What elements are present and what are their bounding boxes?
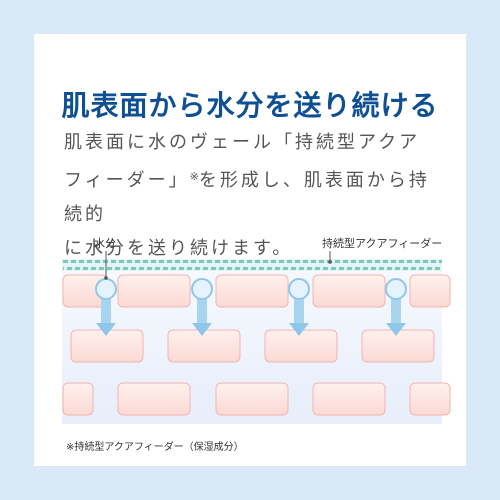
water-label: 水分 [94,237,116,250]
film-label-dot [328,260,332,264]
description: 肌表面に水のヴェール「持続型アクア フィーダー」※を形成し、肌表面から持続的 に… [64,126,444,266]
description-line-3: に水分を送り続けます。 [64,238,294,259]
arrow-shaft [101,297,111,323]
footnote-mark: ※ [189,170,199,183]
description-line-2: フィーダー」※を形成し、肌表面から持続的 [64,160,444,232]
skin-cell [70,329,144,363]
arrow-shaft [197,297,207,323]
water-droplet [191,278,213,300]
description-line-2-end: を形成し、肌表面から持続的 [64,170,430,225]
arrow-head [289,323,309,336]
description-line-2-start: フィーダー」 [64,170,190,191]
arrow-shaft [294,297,304,323]
water-arrow-2 [191,278,213,336]
page-title: 肌表面から水分を送り続ける [61,89,439,122]
water-label-dot [104,276,108,280]
skin-cell [62,382,94,416]
water-arrow-4 [385,278,407,336]
arrow-head [96,323,116,336]
description-line-1: 肌表面に水のヴェール「持続型アクア [64,132,421,153]
skin-cells-row-2 [70,329,435,363]
skin-cell [167,329,241,363]
skin-cells-row-1 [62,274,451,308]
water-droplet [288,278,310,300]
skin-diagram [62,251,451,424]
arrow-head [192,323,212,336]
water-droplet [95,278,117,300]
skin-cell [409,382,451,416]
content-card: 肌表面から水分を送り続ける 肌表面に水のヴェール「持続型アクア フィーダー」※を… [34,34,466,466]
footnote: ※持続型アクアフィーダー（保湿成分） [66,442,244,453]
aqua-feeder-label: 持続型アクアフィーダー [322,237,443,250]
skin-cell [117,382,191,416]
skin-cell [117,274,191,308]
water-arrow-3 [288,278,310,336]
skin-cell [215,274,289,308]
arrow-shaft [391,297,401,323]
skin-cell [409,274,451,308]
skin-cell [361,329,435,363]
skin-cell [215,382,289,416]
skin-cell [312,274,386,308]
skin-cells-row-3 [62,382,451,416]
water-droplet [385,278,407,300]
skin-cell [264,329,338,363]
skin-cell [312,382,386,416]
arrow-head [386,323,406,336]
